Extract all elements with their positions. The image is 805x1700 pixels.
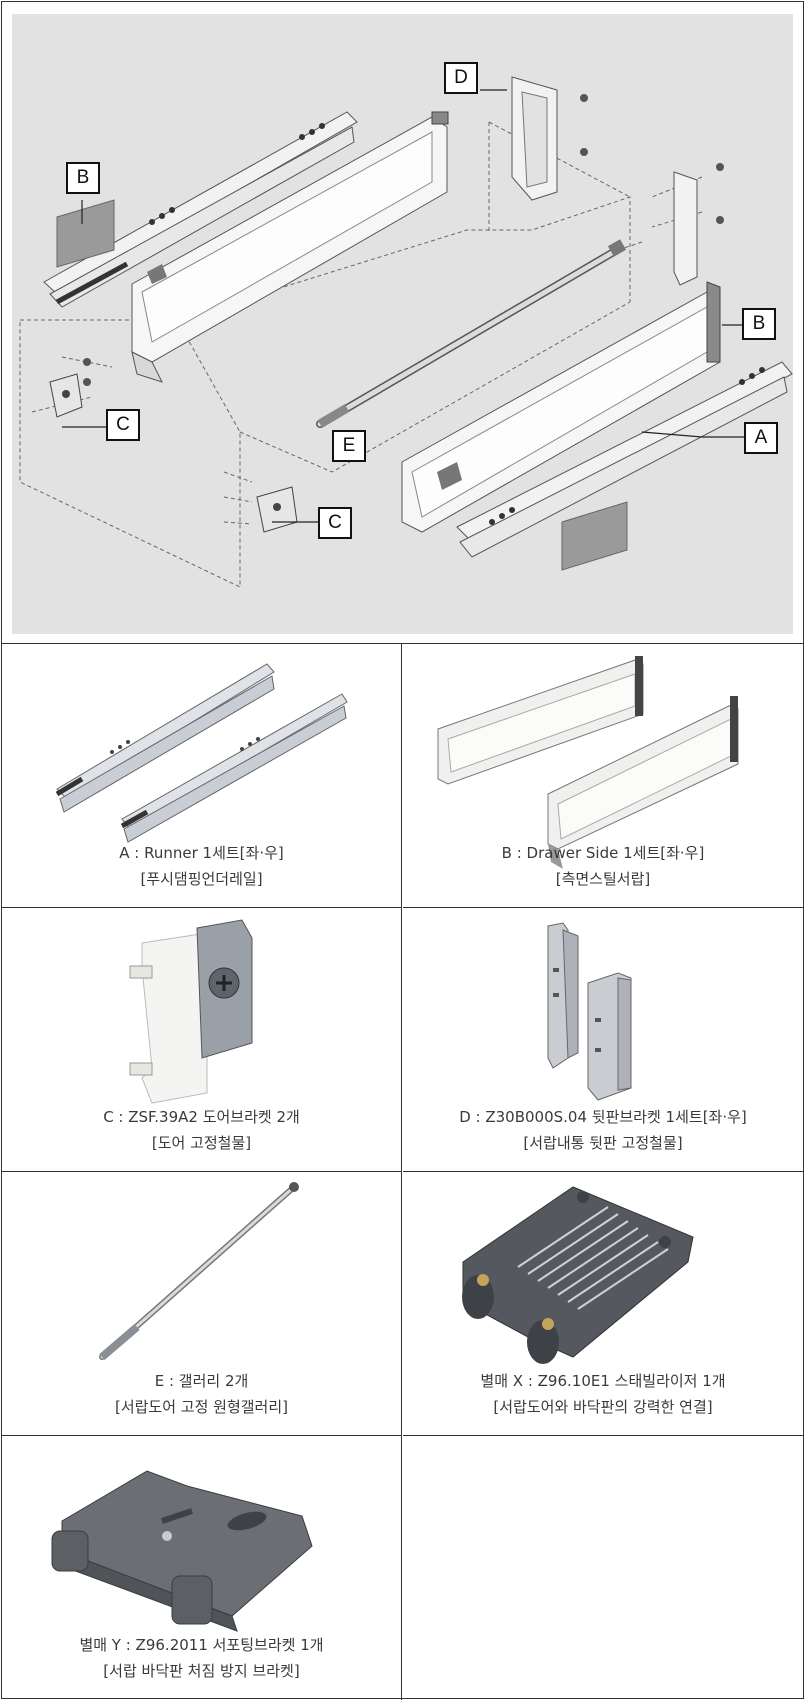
cabinet-outline-top bbox=[176, 196, 631, 321]
part-name-d: D : Z30B000S.04 뒷판브라켓 1세트[좌·우] bbox=[459, 1108, 747, 1126]
door-bracket-bottom-drawing bbox=[256, 486, 298, 533]
cabinet-outline-left bbox=[19, 319, 241, 588]
back-bracket-right-drawing bbox=[673, 171, 698, 286]
part-desc-d: [서랍내통 뒷판 고정철물] bbox=[523, 1134, 683, 1152]
part-cell-b: B : Drawer Side 1세트[좌·우] [측면스틸서랍] bbox=[403, 644, 803, 908]
exploded-diagram-drawing bbox=[19, 76, 793, 588]
part-cell-e: E : 갤러리 2개 [서랍도어 고정 원형갤러리] bbox=[2, 1172, 402, 1436]
callout-b-right: B bbox=[742, 308, 776, 340]
part-desc-x: [서랍도어와 바닥판의 강력한 연결] bbox=[493, 1398, 713, 1416]
gallery-rod-drawing bbox=[316, 239, 627, 428]
exploded-diagram: B D B A C C E bbox=[2, 2, 803, 644]
part-caption-c: C : ZSF.39A2 도어브라켓 2개 [도어 고정철물] bbox=[2, 1104, 401, 1156]
part-desc-e: [서랍도어 고정 원형갤러리] bbox=[114, 1398, 289, 1416]
part-caption-x: 별매 X : Z96.10E1 스태빌라이저 1개 [서랍도어와 바닥판의 강력… bbox=[403, 1368, 803, 1420]
drawer-side-icon bbox=[437, 656, 739, 869]
part-desc-b: [측면스틸서랍] bbox=[555, 870, 651, 888]
callout-d: D bbox=[444, 62, 478, 94]
part-caption-d: D : Z30B000S.04 뒷판브라켓 1세트[좌·우] [서랍내통 뒷판 … bbox=[403, 1104, 803, 1156]
part-caption-e: E : 갤러리 2개 [서랍도어 고정 원형갤러리] bbox=[2, 1368, 401, 1420]
runner-rails-icon bbox=[55, 663, 348, 843]
right-runner-drawing bbox=[456, 361, 793, 558]
plate-right-drawing bbox=[561, 501, 628, 571]
part-name-x: 별매 X : Z96.10E1 스태빌라이저 1개 bbox=[480, 1372, 726, 1390]
callout-c-left: C bbox=[106, 409, 140, 441]
callout-c-bottom: C bbox=[318, 507, 352, 539]
part-name-y: 별매 Y : Z96.2011 서포팅브라켓 1개 bbox=[79, 1636, 324, 1654]
part-caption-b: B : Drawer Side 1세트[좌·우] [측면스틸서랍] bbox=[403, 840, 803, 892]
part-cell-x: 별매 X : Z96.10E1 스태빌라이저 1개 [서랍도어와 바닥판의 강력… bbox=[403, 1172, 803, 1436]
part-desc-y: [서랍 바닥판 처짐 방지 브라켓] bbox=[103, 1662, 300, 1680]
stabilizer-icon bbox=[462, 1186, 694, 1364]
part-name-c: C : ZSF.39A2 도어브라켓 2개 bbox=[103, 1108, 300, 1126]
part-caption-y: 별매 Y : Z96.2011 서포팅브라켓 1개 [서랍 바닥판 처짐 방지 … bbox=[2, 1632, 401, 1684]
callout-a: A bbox=[744, 422, 778, 454]
part-desc-a: [푸시댐핑언더레일] bbox=[140, 870, 263, 888]
part-name-e: E : 갤러리 2개 bbox=[154, 1372, 249, 1390]
empty-cell bbox=[403, 1436, 803, 1700]
cabinet-outline-back bbox=[488, 121, 631, 232]
left-drawer-side-drawing bbox=[131, 111, 449, 383]
part-cell-c: C : ZSF.39A2 도어브라켓 2개 [도어 고정철물] bbox=[2, 908, 402, 1172]
part-cell-y: 별매 Y : Z96.2011 서포팅브라켓 1개 [서랍 바닥판 처짐 방지 … bbox=[2, 1436, 402, 1700]
supporting-bracket-icon bbox=[51, 1470, 313, 1632]
part-cell-d: D : Z30B000S.04 뒷판브라켓 1세트[좌·우] [서랍내통 뒷판 … bbox=[403, 908, 803, 1172]
plate-left-drawing bbox=[56, 199, 115, 268]
back-bracket-left-drawing bbox=[511, 76, 558, 201]
callout-e: E bbox=[332, 430, 366, 462]
back-bracket-icon bbox=[547, 922, 632, 1101]
door-bracket-left-drawing bbox=[49, 373, 83, 418]
cabinet-outline-bottom bbox=[239, 301, 631, 473]
door-bracket-icon bbox=[129, 919, 253, 1104]
left-runner-drawing bbox=[43, 111, 358, 308]
right-drawer-side-drawing bbox=[401, 281, 721, 533]
part-cell-a: A : Runner 1세트[좌·우] [푸시댐핑언더레일] bbox=[2, 644, 402, 908]
gallery-rod-icon bbox=[99, 1182, 299, 1361]
screws-drawing bbox=[83, 94, 724, 386]
part-caption-a: A : Runner 1세트[좌·우] [푸시댐핑언더레일] bbox=[2, 840, 401, 892]
part-desc-c: [도어 고정철물] bbox=[151, 1134, 252, 1152]
callout-b-left: B bbox=[66, 162, 100, 194]
parts-grid: A : Runner 1세트[좌·우] [푸시댐핑언더레일] B : Drawe… bbox=[2, 644, 803, 1700]
callout-leaders bbox=[62, 89, 744, 523]
part-name-a: A : Runner 1세트[좌·우] bbox=[119, 844, 284, 862]
part-name-b: B : Drawer Side 1세트[좌·우] bbox=[501, 844, 705, 862]
